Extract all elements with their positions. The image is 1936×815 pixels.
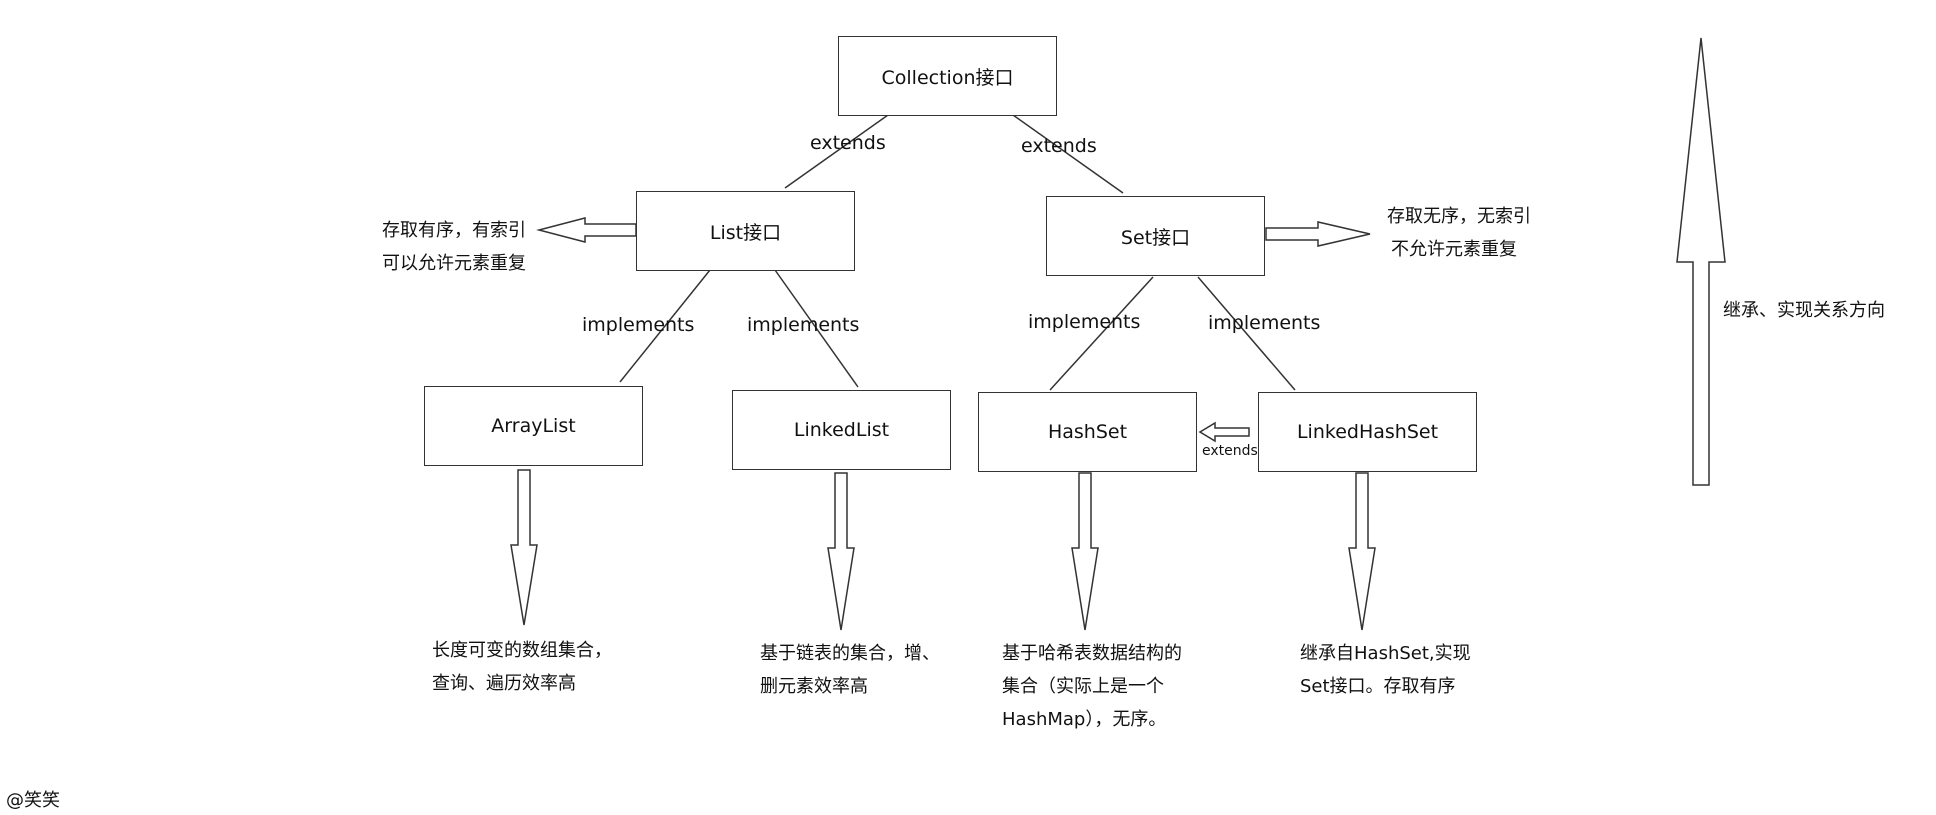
author-signature: @笑笑 [6,790,60,811]
set-note-arrow [1265,221,1371,247]
edge-label-collection-set: extends [1021,135,1097,157]
collection-node: Collection接口 [838,36,1057,116]
arraylist-note-line: 查询、遍历效率高 [432,673,576,694]
linkedhashset-note-line: Set接口。存取有序 [1300,676,1456,697]
edge-label-collection-list: extends [810,132,886,154]
list-note-line: 存取有序，有索引 [382,220,526,241]
linkedhashset-note: 继承自HashSet,实现 Set接口。存取有序 [1300,637,1471,703]
list-note-line: 可以允许元素重复 [382,253,526,274]
hashset-note-line: HashMap），无序。 [1002,709,1167,730]
list-node: List接口 [636,191,855,271]
extends-arrow [1198,421,1250,443]
list-note-arrow [536,217,637,243]
edge-collection-set [1012,114,1124,194]
set-note-line: 存取无序，无索引 [1387,206,1531,227]
edge-label-set-hashset: implements [1028,311,1141,333]
set-node: Set接口 [1046,196,1265,276]
edge-label-list-arraylist: implements [582,314,695,336]
hashset-note-line: 集合（实际上是一个 [1002,676,1164,697]
linkedlist-node: LinkedList [732,390,951,470]
linkedlist-down-arrow [827,472,855,631]
edge-list-linkedlist [774,269,859,388]
linkedlist-note-line: 基于链表的集合，增、 [760,643,940,664]
legend-label: 继承、实现关系方向 [1723,300,1885,321]
edge-list-arraylist [619,269,711,383]
edge-label-linkedhashset-hashset: extends [1202,443,1258,459]
set-note: 存取无序，无索引 不允许元素重复 [1387,200,1531,266]
set-note-line: 不允许元素重复 [1391,239,1517,260]
arraylist-note-line: 长度可变的数组集合， [432,640,612,661]
arraylist-node: ArrayList [424,386,643,466]
edge-collection-list [784,114,889,189]
arraylist-note: 长度可变的数组集合， 查询、遍历效率高 [432,634,612,700]
linkedhashset-note-line: 继承自HashSet,实现 [1300,643,1471,664]
linkedlist-note: 基于链表的集合，增、 删元素效率高 [760,637,940,703]
hashset-note: 基于哈希表数据结构的 集合（实际上是一个 HashMap），无序。 [1002,637,1182,736]
edge-label-set-linkedhashset: implements [1208,312,1321,334]
linkedhashset-down-arrow [1348,472,1376,631]
list-note: 存取有序，有索引 可以允许元素重复 [382,214,526,280]
arraylist-down-arrow [510,469,538,626]
edge-set-linkedhashset [1197,276,1296,391]
legend-up-arrow [1676,37,1726,486]
edge-set-hashset [1049,276,1154,391]
edge-label-list-linkedlist: implements [747,314,860,336]
hashset-node: HashSet [978,392,1197,472]
hashset-down-arrow [1071,472,1099,631]
hashset-note-line: 基于哈希表数据结构的 [1002,643,1182,664]
linkedlist-note-line: 删元素效率高 [760,676,868,697]
linkedhashset-node: LinkedHashSet [1258,392,1477,472]
